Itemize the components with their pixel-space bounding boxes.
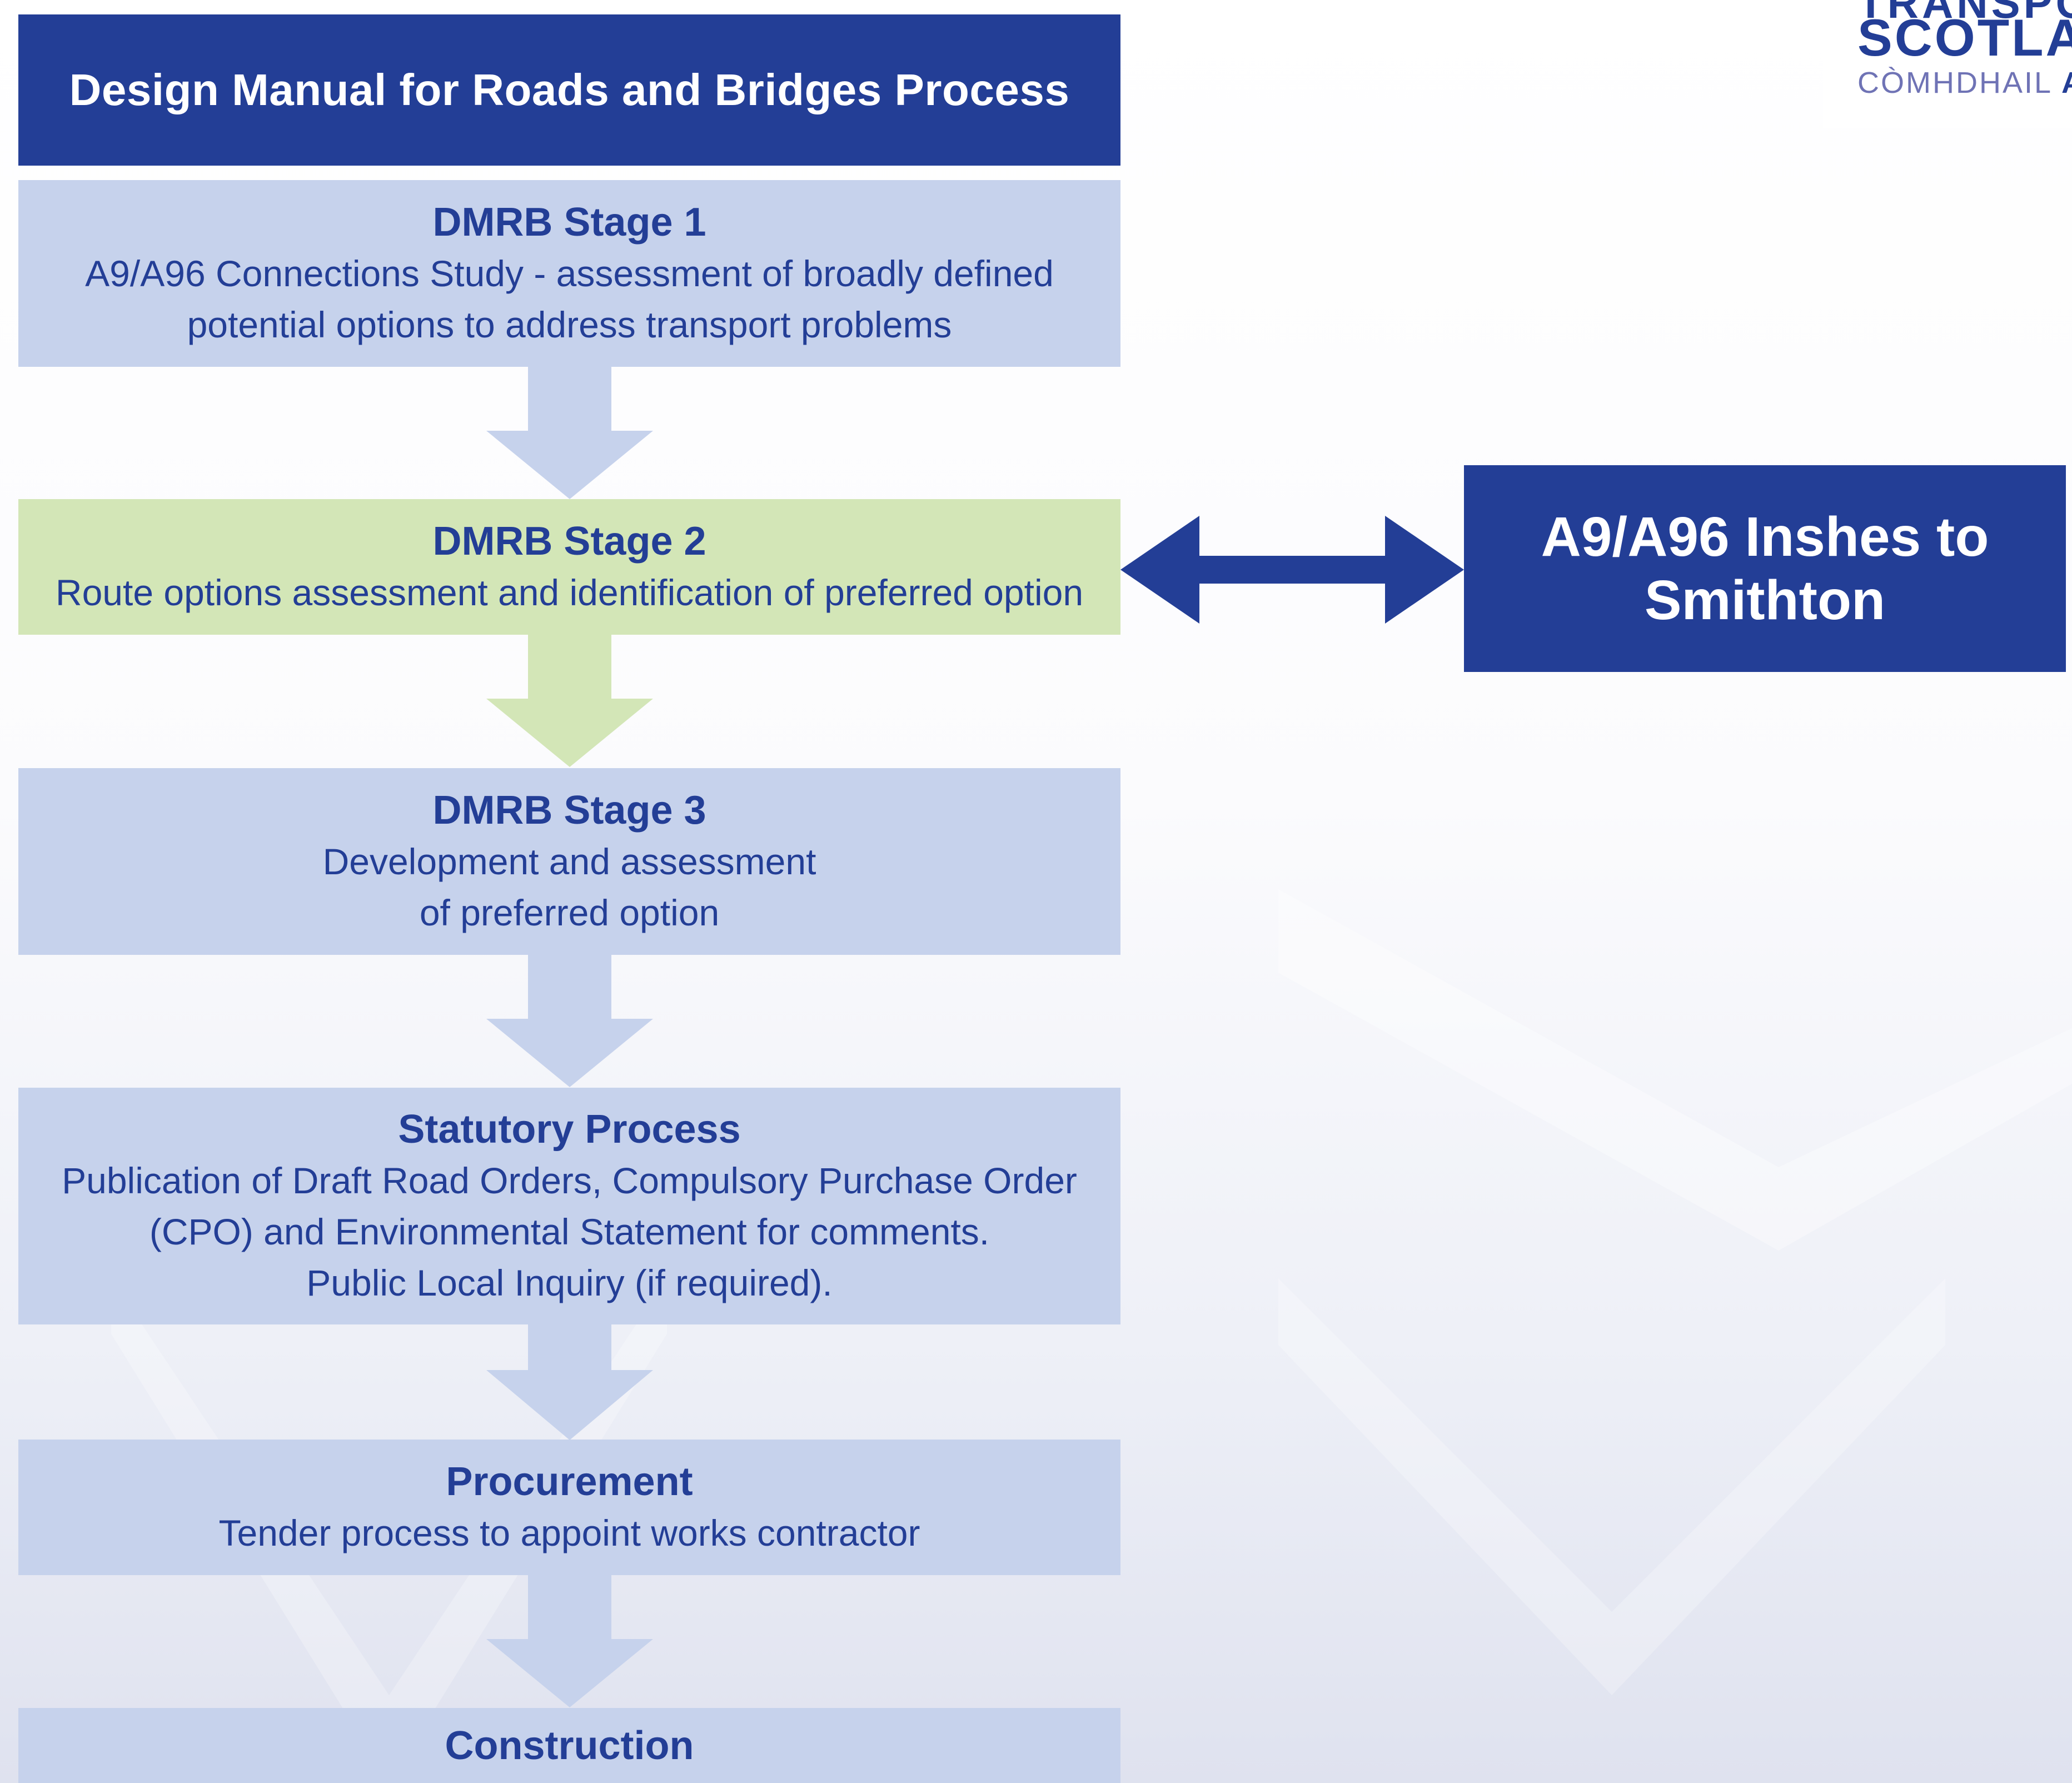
stage-description: Publication of Draft Road Orders, Compul… (62, 1160, 1077, 1303)
stage-box-procurement: Procurement Tender process to appoint wo… (18, 1440, 1120, 1575)
stage-title: Procurement (446, 1460, 693, 1504)
stage-description: A9/A96 Connections Study - assessment of… (85, 253, 1054, 345)
stage-title: DMRB Stage 2 (432, 519, 706, 564)
logo-text-line3-regular: CÒMHDHAIL (1857, 66, 2062, 99)
stage-box-dmrb-2: DMRB Stage 2 Route options assessment an… (18, 499, 1120, 635)
stage-box-construction: Construction (18, 1708, 1120, 1783)
stage-title: Construction (445, 1724, 694, 1768)
logo-text-line3: CÒMHDHAIL A (1857, 66, 2072, 100)
page-title: Design Manual for Roads and Bridges Proc… (18, 14, 1120, 166)
flow-arrow-down (486, 635, 653, 767)
flow-arrow-down (486, 1575, 653, 1707)
stage-box-statutory-process: Statutory Process Publication of Draft R… (18, 1088, 1120, 1324)
double-headed-arrow (1120, 516, 1464, 624)
logo-text-line2: SCOTLAN (1857, 8, 2072, 67)
transport-scotland-logo: TRANSPO SCOTLAN CÒMHDHAIL A (1823, 0, 2072, 128)
stage-description: Development and assessment of preferred … (322, 841, 816, 933)
flow-arrow-down (486, 367, 653, 499)
stage-description: Route options assessment and identificat… (55, 572, 1084, 613)
linked-project-box: A9/A96 Inshes to Smithton (1464, 465, 2066, 672)
flow-arrow-down (486, 955, 653, 1087)
stage-title: DMRB Stage 3 (432, 788, 706, 833)
stage-title: Statutory Process (398, 1107, 741, 1152)
stage-box-dmrb-3: DMRB Stage 3 Development and assessment … (18, 768, 1120, 955)
logo-text-line3-bold: A (2061, 66, 2072, 99)
flow-arrow-down (486, 1324, 653, 1440)
logo-text-line1: TRANSPO (1857, 0, 2072, 27)
stage-description: Tender process to appoint works contract… (218, 1512, 920, 1553)
stage-box-dmrb-1: DMRB Stage 1 A9/A96 Connections Study - … (18, 180, 1120, 367)
stage-title: DMRB Stage 1 (432, 200, 706, 245)
